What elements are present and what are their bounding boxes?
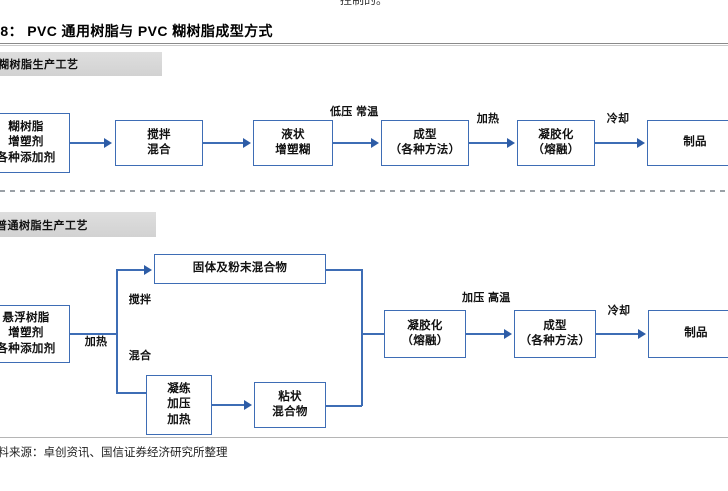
branch-spine-r2	[116, 269, 118, 393]
arrowhead-r1-2	[243, 138, 251, 148]
edge-label-stir: 搅拌	[128, 294, 152, 306]
node-forming-paste: 成型 （各种方法）	[381, 120, 469, 166]
node-line-1: 制品	[683, 136, 707, 149]
node-product-paste: 制品	[647, 120, 728, 166]
node-suspension-resin-inputs: 悬浮树脂 增塑剂 各种添加剂	[0, 305, 70, 363]
edge-label-mix: 混合	[128, 350, 152, 362]
node-line-1: 成型	[543, 319, 567, 332]
clipped-body-text: 控制的。	[339, 0, 388, 7]
node-line-1: 糊树脂	[8, 121, 44, 134]
node-line-2: （熔融）	[532, 144, 580, 156]
node-paste-resin-inputs: 糊树脂 增塑剂 各种添加剂	[0, 113, 70, 173]
arrowhead-r2-3	[244, 400, 252, 410]
edge-label-press-high-temp: 加压 高温	[462, 292, 511, 306]
source-note: 资料来源：卓创资讯、国信证券经济研究所整理	[0, 447, 228, 459]
connector-r2-3	[212, 404, 244, 406]
section-tag-paste-resin: 糊树脂生产工艺	[0, 52, 162, 76]
node-line-1: 凝胶化	[407, 319, 443, 332]
source-rule	[0, 437, 728, 438]
edge-label-line-1: 加压	[462, 292, 485, 304]
arrowhead-r1-3	[371, 138, 379, 148]
arrowhead-r1-5	[637, 138, 645, 148]
node-line-2: （熔融）	[401, 335, 449, 347]
node-line-3: 加热	[167, 413, 191, 426]
arrowhead-r2-stir	[144, 265, 152, 275]
section-tag-normal-resin: 普通树脂生产工艺	[0, 212, 156, 237]
node-line-1: 粘状	[278, 390, 302, 403]
edge-label-heat-r1: 加热	[476, 113, 500, 125]
connector-r1-5	[595, 142, 637, 144]
node-line-2: 混合	[147, 144, 171, 156]
node-line-2: （各种方法）	[519, 335, 591, 347]
arrowhead-r1-4	[507, 138, 515, 148]
title-rule-bottom	[0, 45, 728, 46]
connector-r1-4	[469, 142, 507, 144]
node-line-2: （各种方法）	[389, 144, 461, 156]
title-rule-top	[0, 43, 728, 44]
node-line-1: 悬浮树脂	[2, 312, 50, 325]
connector-r2-to-gel	[361, 333, 385, 335]
converge-spine-r2	[361, 269, 363, 406]
node-line-2: 增塑剂	[8, 327, 44, 340]
edge-label-line-2: 常温	[355, 106, 379, 118]
node-line-3: 各种添加剂	[0, 151, 56, 164]
arrowhead-r2-5	[504, 329, 512, 339]
connector-r2-mix	[116, 392, 146, 394]
node-line-2: 增塑剂	[8, 136, 44, 149]
edge-label-low-pressure: 低压 常温	[330, 106, 378, 120]
node-line-2: 加压	[167, 398, 191, 411]
connector-r2-converge-top	[326, 269, 362, 271]
figure-title: 图8： PVC 通用树脂与 PVC 糊树脂成型方式	[0, 22, 273, 39]
node-line-1: 凝胶化	[538, 128, 574, 141]
connector-r2-heat	[70, 333, 116, 335]
connector-r2-converge-bottom	[326, 405, 362, 407]
node-line-2: 增塑糊	[275, 144, 311, 156]
edge-label-heat-r2: 加热	[84, 336, 108, 348]
edge-label-line-2: 高温	[487, 292, 511, 304]
node-line-1: 制品	[684, 327, 708, 340]
node-line-1: 固体及粉末混合物	[192, 262, 288, 275]
connector-r2-stir	[116, 269, 144, 271]
arrowhead-r2-6	[638, 329, 646, 339]
arrowhead-r1-1	[104, 138, 112, 148]
node-knead-press-heat: 凝练 加压 加热	[146, 375, 212, 435]
node-line-1: 凝练	[167, 383, 191, 396]
connector-r1-1	[70, 142, 104, 144]
node-gelation-normal: 凝胶化 （熔融）	[384, 310, 466, 358]
section-divider	[0, 190, 728, 192]
node-product-normal: 制品	[648, 310, 728, 358]
node-gelation-paste: 凝胶化 （熔融）	[517, 120, 595, 166]
connector-r2-6	[596, 333, 638, 335]
node-line-3: 各种添加剂	[0, 342, 56, 355]
connector-r1-2	[203, 142, 243, 144]
node-line-1: 成型	[413, 128, 437, 141]
node-mixing: 搅拌 混合	[115, 120, 203, 166]
node-sticky-mixture: 粘状 混合物	[254, 382, 326, 428]
edge-label-line-1: 低压	[330, 106, 353, 118]
connector-r2-5	[466, 333, 504, 335]
edge-label-cool-r2: 冷却	[607, 305, 631, 317]
node-solid-powder-mixture: 固体及粉末混合物	[154, 254, 326, 284]
node-line-1: 搅拌	[147, 128, 171, 141]
edge-label-cool-r1: 冷却	[606, 113, 630, 125]
connector-r1-3	[333, 142, 371, 144]
node-liquid-plastisol: 液状 增塑糊	[253, 120, 333, 166]
node-line-2: 混合物	[272, 406, 308, 418]
node-line-1: 液状	[281, 128, 305, 141]
node-forming-normal: 成型 （各种方法）	[514, 310, 596, 358]
